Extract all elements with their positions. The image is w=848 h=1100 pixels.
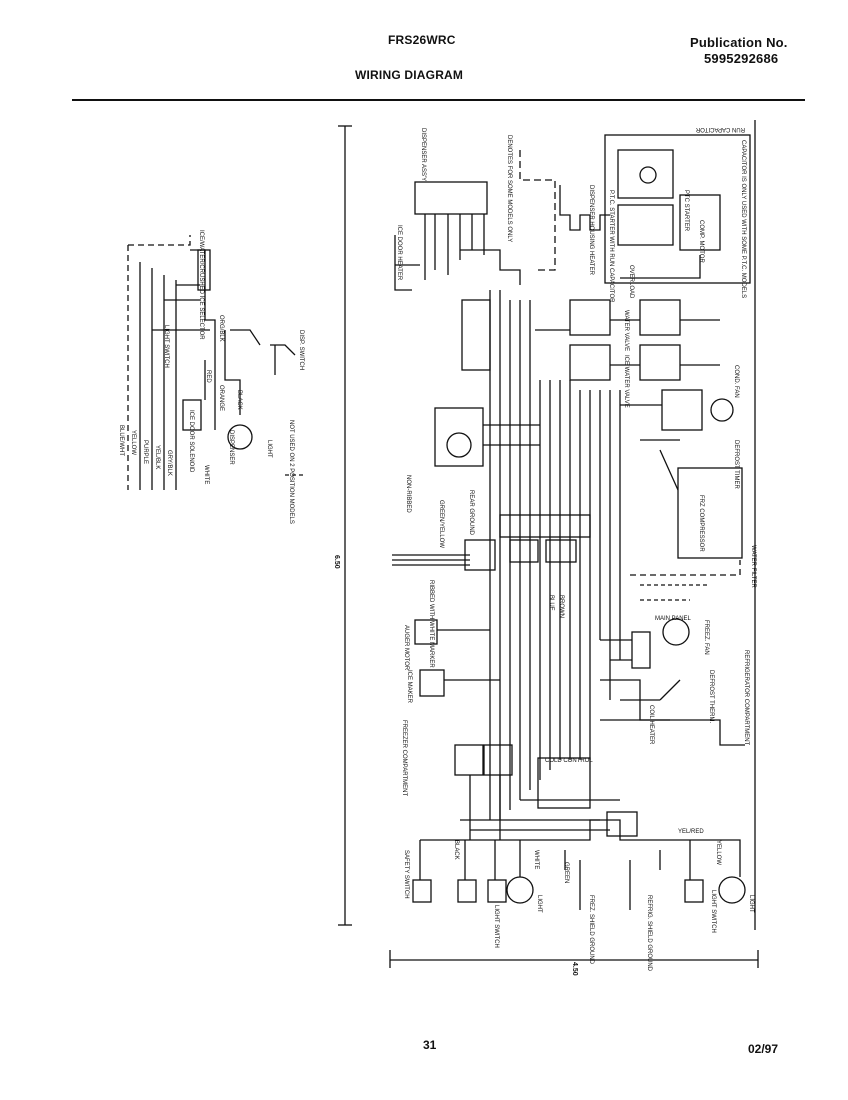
label-light-switch-left: LIGHT SWITCH — [163, 325, 169, 368]
wire-yel-blk: YEL/BLK — [154, 445, 160, 469]
label-run-capacitor: RUN CAPACITOR — [695, 126, 745, 132]
wire-white-left: WHITE — [203, 465, 209, 484]
wire-green-bottom: GREEN — [563, 862, 569, 883]
label-selector: ICE/WATER/CRUSHED ICE SELECTOR — [198, 230, 204, 340]
label-defrost-timer: DEFROST TIMER — [733, 440, 739, 489]
label-light-switch-refrigerator: LIGHT SWITCH — [710, 890, 716, 933]
wire-yellow-bottom: YELLOW — [715, 840, 721, 865]
label-ice-door-solenoid: ICE DOOR SOLENOID — [188, 410, 194, 473]
date: 02/97 — [748, 1042, 779, 1056]
light-switch-refrigerator — [684, 879, 704, 903]
ice-door-solenoid — [182, 399, 202, 431]
label-cond-fan: COND. FAN — [733, 365, 739, 398]
light-freezer — [506, 876, 534, 904]
label-capacitor-note: CAPACITOR IS ONLY USED WITH SOME P.T.C. … — [740, 140, 746, 298]
run-capacitor — [617, 149, 674, 199]
label-light-left: LIGHT — [266, 440, 272, 458]
label-main-panel: MAIN PANEL — [655, 616, 692, 622]
label-refrigerator-compartment: REFRIGERATOR COMPARTMENT — [743, 650, 749, 746]
label-dispenser: DISPENSER — [228, 430, 234, 465]
wire-yellow: YELLOW — [130, 430, 136, 455]
dimension-horizontal: 4.50 — [571, 962, 578, 976]
wire-org-blk: ORG/BLK — [218, 315, 224, 342]
label-some-models: DENOTES FOR SOME MODELS ONLY — [506, 135, 512, 242]
label-compressor: FRZ COMPRESSOR — [698, 495, 704, 552]
label-freezer-compartment: FREEZER COMPARTMENT — [401, 720, 407, 796]
label-not-used: NOT USED ON 2 POSITION MODELS — [288, 420, 294, 524]
label-safety-switch: SAFETY SWITCH — [403, 850, 409, 899]
wire-gry-blk: GRY/BLK — [166, 450, 172, 476]
label-dispenser-assy: DISPENSER ASS'Y — [420, 128, 426, 181]
ptc-starter-box — [604, 134, 751, 284]
label-disp-switch: DISP. SWITCH — [298, 330, 304, 370]
label-ice-door-heater: ICE DOOR HEATER — [396, 225, 402, 281]
wire-orange-left: ORANGE — [218, 385, 224, 411]
compressor-motor — [679, 194, 721, 251]
label-ptc-starter-run-cap: P.T.C. STARTER WITH RUN CAPACITOR — [608, 190, 614, 303]
page-number: 31 — [423, 1038, 437, 1052]
ice-water-valve — [569, 344, 611, 381]
wire-black-left: BLACK — [236, 390, 242, 410]
label-ice-water-valve: ICE WATER VALVE — [623, 355, 629, 408]
dimension-vertical: 6.50 — [333, 555, 340, 569]
wire-blue-wht: BLUE/WHT — [118, 425, 124, 456]
freezer-fan — [662, 618, 690, 646]
ptc-starter — [617, 204, 674, 246]
compressor-box — [677, 467, 743, 559]
label-auger-motor: AUGER MOTOR — [403, 625, 409, 671]
label-comp-motor: COMP. MOTOR — [698, 220, 704, 263]
ice-maker — [419, 669, 445, 697]
publication-number: 5995292686 — [704, 51, 779, 66]
connector-block — [461, 299, 491, 371]
wire-blue: BLUE — [548, 595, 554, 611]
wire-white-bottom: WHITE — [533, 850, 539, 869]
label-frez-shield-ground: FREZ. SHIELD GROUND — [588, 895, 594, 965]
water-valve — [569, 299, 611, 336]
label-dispenser-housing-heater: DISPENSER HOUSING HEATER — [588, 185, 594, 276]
label-overload: OVERLOAD — [628, 265, 634, 299]
wire-black-bottom: BLACK — [453, 840, 459, 860]
model-number: FRS26WRC — [388, 33, 456, 47]
label-defrost-therm: DEFROST THERM. — [708, 670, 714, 723]
label-light-switch-freezer: LIGHT SWITCH — [493, 905, 499, 948]
wire-brown: BROWN — [558, 595, 564, 618]
label-ribbed: RIBBED WITH WHITE MARKER — [428, 580, 434, 668]
label-ice-maker: ICE MAKER — [406, 670, 412, 704]
defrost-timer — [434, 407, 484, 467]
label-light-freezer: LIGHT — [536, 895, 542, 913]
light-switch-freezer — [487, 879, 507, 903]
safety-switch — [412, 879, 432, 903]
dispenser-assembly — [414, 181, 488, 215]
label-rear-ground: REAR GROUND — [468, 490, 474, 536]
wire-red-left: RED — [205, 370, 211, 383]
label-water-filter: WATER FILTER — [750, 545, 756, 589]
wire-purple: PURPLE — [142, 440, 148, 464]
label-coil-heater: COIL HEATER — [648, 705, 654, 745]
label-freez-fan: FREEZ. FAN — [703, 620, 709, 655]
label-cold-control: COLD CONTROL — [545, 758, 593, 764]
header-rule — [72, 99, 805, 101]
condenser-fan — [710, 398, 734, 422]
wire-yel-red: YEL/RED — [678, 829, 704, 835]
bottom-connector — [606, 811, 638, 837]
label-green-yellow: GREEN/YELLOW — [438, 500, 444, 548]
label-refrig-shield-ground: REFRIG. SHIELD GROUND — [646, 895, 652, 972]
light-bulb-left — [227, 424, 253, 450]
main-connector — [499, 514, 591, 538]
cold-control — [537, 757, 591, 809]
auger-motor — [414, 619, 438, 645]
label-water-valve: WATER VALVE — [623, 310, 629, 351]
label-non-ribbed: NON-RIBBED — [405, 475, 411, 513]
label-light-refrigerator: LIGHT — [748, 895, 754, 913]
diagram-title: WIRING DIAGRAM — [355, 68, 464, 82]
light-refrigerator — [718, 876, 746, 904]
label-ptc-starter: PTC STARTER — [683, 190, 689, 232]
publication-label: Publication No. — [690, 35, 788, 50]
